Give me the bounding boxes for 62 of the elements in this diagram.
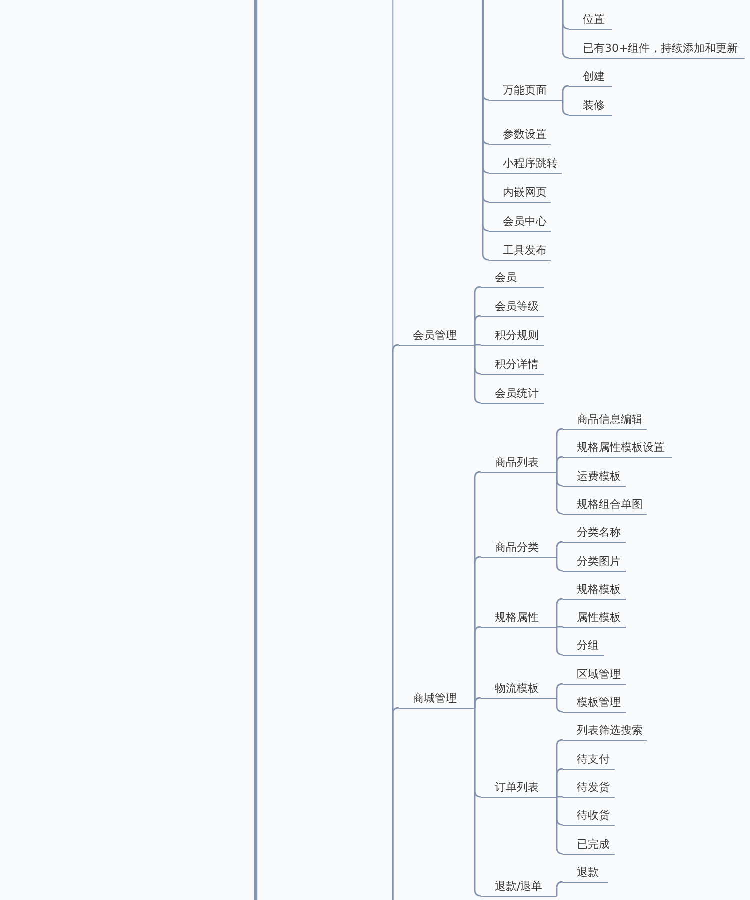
- connector-line: [556, 881, 564, 896]
- topic-node: 商品信息编辑: [563, 412, 647, 430]
- topic-node: 退款/退单: [481, 880, 557, 897]
- connector-line: [556, 698, 564, 713]
- connector-line: [392, 707, 400, 900]
- connector-line: [556, 456, 564, 472]
- topic-node: 积分详情: [481, 358, 544, 375]
- topic-node: 已有30+组件，持续添加和更新: [569, 42, 745, 59]
- connector-line: [474, 708, 482, 897]
- topic-node: 属性模板: [563, 610, 626, 628]
- connector-line: [557, 626, 563, 628]
- topic-node: 模板管理: [563, 696, 626, 713]
- connector-line: [474, 315, 482, 345]
- topic-node: 会员等级: [481, 300, 544, 317]
- topic-node: 会员统计: [481, 386, 544, 404]
- topic-node: 规格属性模板设置: [563, 440, 672, 458]
- topic-node: 万能页面: [489, 84, 563, 101]
- topic-node: 规格组合单图: [563, 498, 647, 515]
- connector-line: [556, 472, 564, 515]
- topic-node: 商城管理: [399, 692, 475, 709]
- topic-node: 工具发布: [489, 244, 551, 261]
- topic-node: 会员管理: [399, 328, 475, 346]
- topic-node: 分类图片: [563, 554, 626, 572]
- topic-node: 物流模板: [481, 682, 557, 699]
- topic-node: 区域管理: [563, 668, 626, 685]
- connector-line: [556, 541, 564, 557]
- topic-node: 待收货: [563, 808, 615, 826]
- connector-line: [562, 0, 570, 59]
- topic-node: 退款: [563, 866, 608, 883]
- connector-line: [556, 768, 564, 797]
- connector-line: [556, 627, 564, 656]
- connector-line: [556, 557, 564, 572]
- topic-node: 商品分类: [481, 540, 557, 558]
- topic-node: 内嵌网页: [489, 186, 551, 203]
- connector-line: [475, 344, 481, 346]
- connector-line: [556, 598, 564, 627]
- connector-line: [556, 683, 564, 698]
- topic-node: 订单列表: [481, 780, 557, 798]
- topic-node: 分类名称: [563, 526, 626, 543]
- connector-line: [562, 100, 570, 116]
- connector-line: [474, 697, 482, 708]
- topic-node: 小程序跳转: [489, 156, 562, 174]
- topic-node: 待支付: [563, 752, 615, 770]
- topic-node: 参数设置: [489, 128, 551, 145]
- topic-node: 运费模板: [563, 470, 626, 487]
- topic-node: 分组: [563, 638, 604, 656]
- connector-line: [474, 345, 482, 404]
- topic-node: 规格模板: [563, 582, 626, 600]
- topic-node: 会员: [481, 270, 544, 288]
- topic-node: 会员中心: [489, 214, 551, 232]
- topic-node: 待发货: [563, 780, 615, 798]
- connector-line: [557, 796, 563, 798]
- topic-node: 创建: [569, 70, 612, 87]
- topic-node: 积分规则: [481, 328, 544, 346]
- topic-node: 已完成: [563, 838, 615, 855]
- topic-node: 商品列表: [481, 456, 557, 473]
- topic-node: 列表筛选搜索: [563, 724, 647, 741]
- topic-node: 规格属性: [481, 610, 557, 628]
- topic-node: 位置: [569, 12, 612, 30]
- topic-node: 装修: [569, 98, 612, 116]
- connector-line: [562, 85, 570, 100]
- connector-line: [556, 797, 564, 855]
